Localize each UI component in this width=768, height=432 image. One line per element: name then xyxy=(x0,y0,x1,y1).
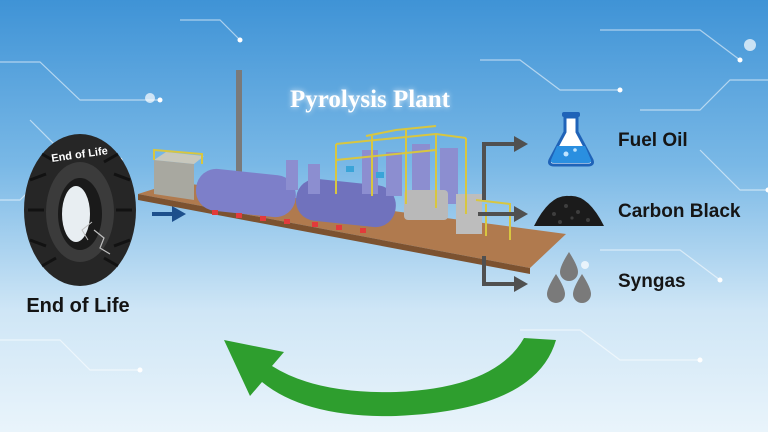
input-arrow xyxy=(152,206,186,222)
recycle-arrow xyxy=(224,338,556,417)
powder-pile-icon xyxy=(534,195,604,226)
flask-icon xyxy=(548,112,594,167)
pyrolysis-plant-illustration xyxy=(138,70,566,274)
tire-icon: End of Life xyxy=(24,134,136,286)
gas-drops-icon xyxy=(547,252,591,303)
output-arrows xyxy=(478,136,528,292)
tire-caption: End of Life xyxy=(26,295,130,317)
output-label-syngas: Syngas xyxy=(618,271,686,292)
output-label-fuel-oil: Fuel Oil xyxy=(618,130,688,151)
output-label-carbon-black: Carbon Black xyxy=(618,201,741,222)
diagram-title: Pyrolysis Plant xyxy=(290,86,450,113)
